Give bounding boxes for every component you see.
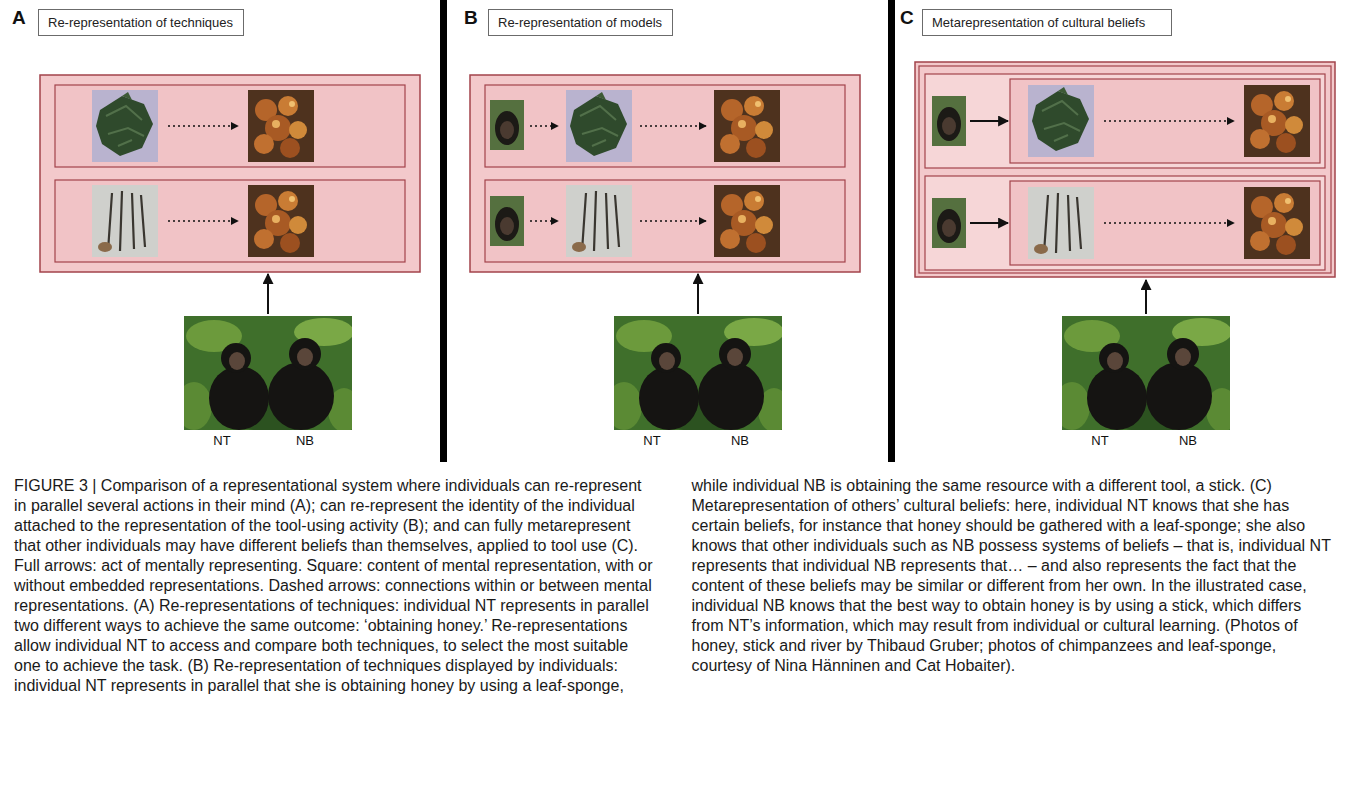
honey-photo: [248, 185, 314, 257]
stick-photo: [1028, 187, 1094, 259]
panel-heading: Re-representation of techniques: [48, 15, 234, 30]
panel-letter: A: [12, 7, 26, 29]
full-arrow: [697, 274, 699, 314]
panel-c-illustration: [915, 62, 1335, 432]
honey-photo: [1244, 85, 1310, 157]
honey-photo: [1244, 187, 1310, 259]
representation-box: [485, 85, 845, 167]
chimpanzees-photo: [1054, 316, 1238, 432]
dashed-arrow: [1104, 120, 1234, 122]
individual-name: NT: [643, 434, 660, 449]
panel-a-illustration: [40, 75, 420, 432]
full-arrow: [1145, 280, 1147, 314]
panel-heading-box: Re-representation of models: [488, 9, 673, 36]
full-arrow: [970, 120, 1008, 122]
embedded-representation-box: [1010, 79, 1320, 163]
chimpanzee-face-photo: [932, 198, 966, 248]
stick-photo: [566, 185, 632, 257]
dashed-arrow: [640, 220, 706, 222]
honey-photo: [248, 90, 314, 162]
dashed-arrow: [168, 125, 238, 127]
chimpanzee-face-photo: [490, 100, 524, 150]
dashed-arrow: [1104, 222, 1234, 224]
honey-photo: [714, 90, 780, 162]
individual-name: NB: [296, 434, 314, 449]
representation-box: [55, 180, 405, 262]
chimpanzees-photo: [176, 316, 360, 432]
mental-representation-box: [40, 75, 420, 272]
leaf-sponge-photo: [566, 90, 632, 162]
panel-heading-box: Metarepresentation of cultural beliefs: [922, 9, 1172, 36]
dashed-arrow: [168, 220, 238, 222]
leaf-sponge-photo: [92, 90, 158, 162]
stick-photo: [92, 185, 158, 257]
panel-heading: Metarepresentation of cultural beliefs: [932, 15, 1162, 30]
honey-photo: [714, 185, 780, 257]
dashed-arrow: [530, 125, 558, 127]
full-arrow: [970, 222, 1008, 224]
individual-name: NB: [1179, 434, 1197, 449]
panel-heading: Re-representation of models: [498, 15, 663, 30]
individual-name: NT: [1091, 434, 1108, 449]
metarepresentation-box: [919, 66, 1331, 273]
embedded-representation-box: [1010, 181, 1320, 265]
representation-box: [925, 176, 1325, 270]
leaf-sponge-photo: [1028, 85, 1094, 157]
representation-box: [485, 180, 845, 262]
chimpanzee-face-photo: [490, 196, 524, 246]
panel-b-illustration: [470, 75, 860, 432]
dashed-arrow: [530, 220, 558, 222]
chimpanzees-photo: [606, 316, 790, 432]
panel-heading-box: Re-representation of techniques: [38, 9, 244, 36]
panel-letter: C: [900, 7, 914, 29]
dashed-arrow: [640, 125, 706, 127]
panel-letter: B: [464, 7, 478, 29]
chimpanzee-face-photo: [932, 96, 966, 146]
representation-box: [925, 74, 1325, 168]
representation-box: [55, 85, 405, 167]
full-arrow: [267, 274, 269, 314]
metarepresentation-box: [915, 62, 1335, 277]
mental-representation-box: [470, 75, 860, 272]
panel-separator: [440, 0, 447, 462]
individual-name: NT: [213, 434, 230, 449]
panel-separator: [888, 0, 895, 462]
individual-name: NB: [731, 434, 749, 449]
figure-caption: FIGURE 3 | Comparison of a representatio…: [14, 476, 1335, 696]
